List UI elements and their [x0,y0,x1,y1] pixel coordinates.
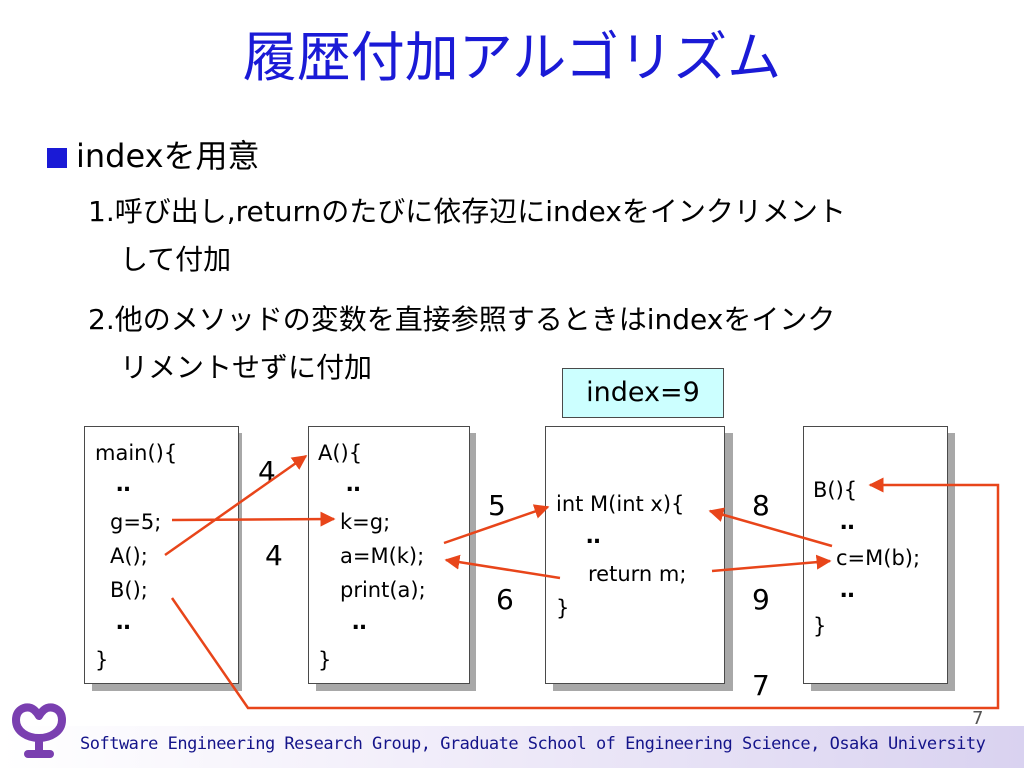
arrow-main-to-b [170,477,1000,710]
arrow-return-to-b [711,554,832,573]
bullet-square-icon [47,148,67,168]
edge-label-main-to-b: 7 [752,669,770,702]
university-logo-icon [12,703,66,758]
main-ellipsis-1: ‥ [116,472,133,497]
a-ellipsis-1: ‥ [346,472,363,497]
footer-band [0,726,1024,768]
edge-label-m-return-b: 9 [752,583,770,616]
main-line-a-call: A(); [110,544,148,568]
page-number: 7 [972,708,984,729]
item1-line2: して付加 [120,243,232,276]
bullet-text: indexを用意 [76,137,260,175]
arrow-b-to-m [708,507,833,548]
main-line-g: g=5; [110,510,162,534]
edge-label-b-to-m: 8 [752,489,770,522]
b-close: } [813,614,827,638]
m-ellipsis-1: ‥ [586,524,603,549]
b-line-m-call: c=M(b); [836,546,921,570]
index-counter-box: index=9 [562,368,724,418]
a-line-m-call: a=M(k); [340,544,425,568]
m-line-return: return m; [588,562,687,586]
a-header: A(){ [318,441,363,465]
main-line-b-call: B(); [110,578,148,602]
edge-label-a-to-m: 5 [488,489,506,522]
arrow-main-to-a [164,454,308,557]
main-ellipsis-2: ‥ [116,610,133,635]
footer-text: Software Engineering Research Group, Gra… [80,734,986,754]
item1-line1: 1.呼び出し,returnのたびに依存辺にindexをインクリメント [88,195,846,228]
b-header: B(){ [813,478,858,502]
main-close: } [95,648,109,672]
arrow-return-to-a [444,554,561,580]
edge-label-g-to-k: 4 [265,539,283,572]
item2-line2: リメントせずに付加 [120,351,373,384]
a-line-print: print(a); [340,578,426,602]
b-ellipsis-2: ‥ [840,578,857,603]
m-method-box [545,426,725,684]
m-header: int M(int x){ [556,492,685,516]
main-method-box [84,426,239,684]
main-header: main(){ [95,441,178,465]
m-close: } [556,596,570,620]
a-method-box [308,426,470,684]
a-close: } [318,648,332,672]
arrow-a-to-m [443,504,550,545]
arrow-g-to-k [171,511,336,527]
edge-label-m-return-a: 6 [496,583,514,616]
b-ellipsis-1: ‥ [840,510,857,535]
a-line-k: k=g; [340,510,391,534]
slide-title: 履歴付加アルゴリズム [242,26,782,89]
item2-line1: 2.他のメソッドの変数を直接参照するときはindexをインク [88,303,836,336]
a-ellipsis-2: ‥ [352,610,369,635]
